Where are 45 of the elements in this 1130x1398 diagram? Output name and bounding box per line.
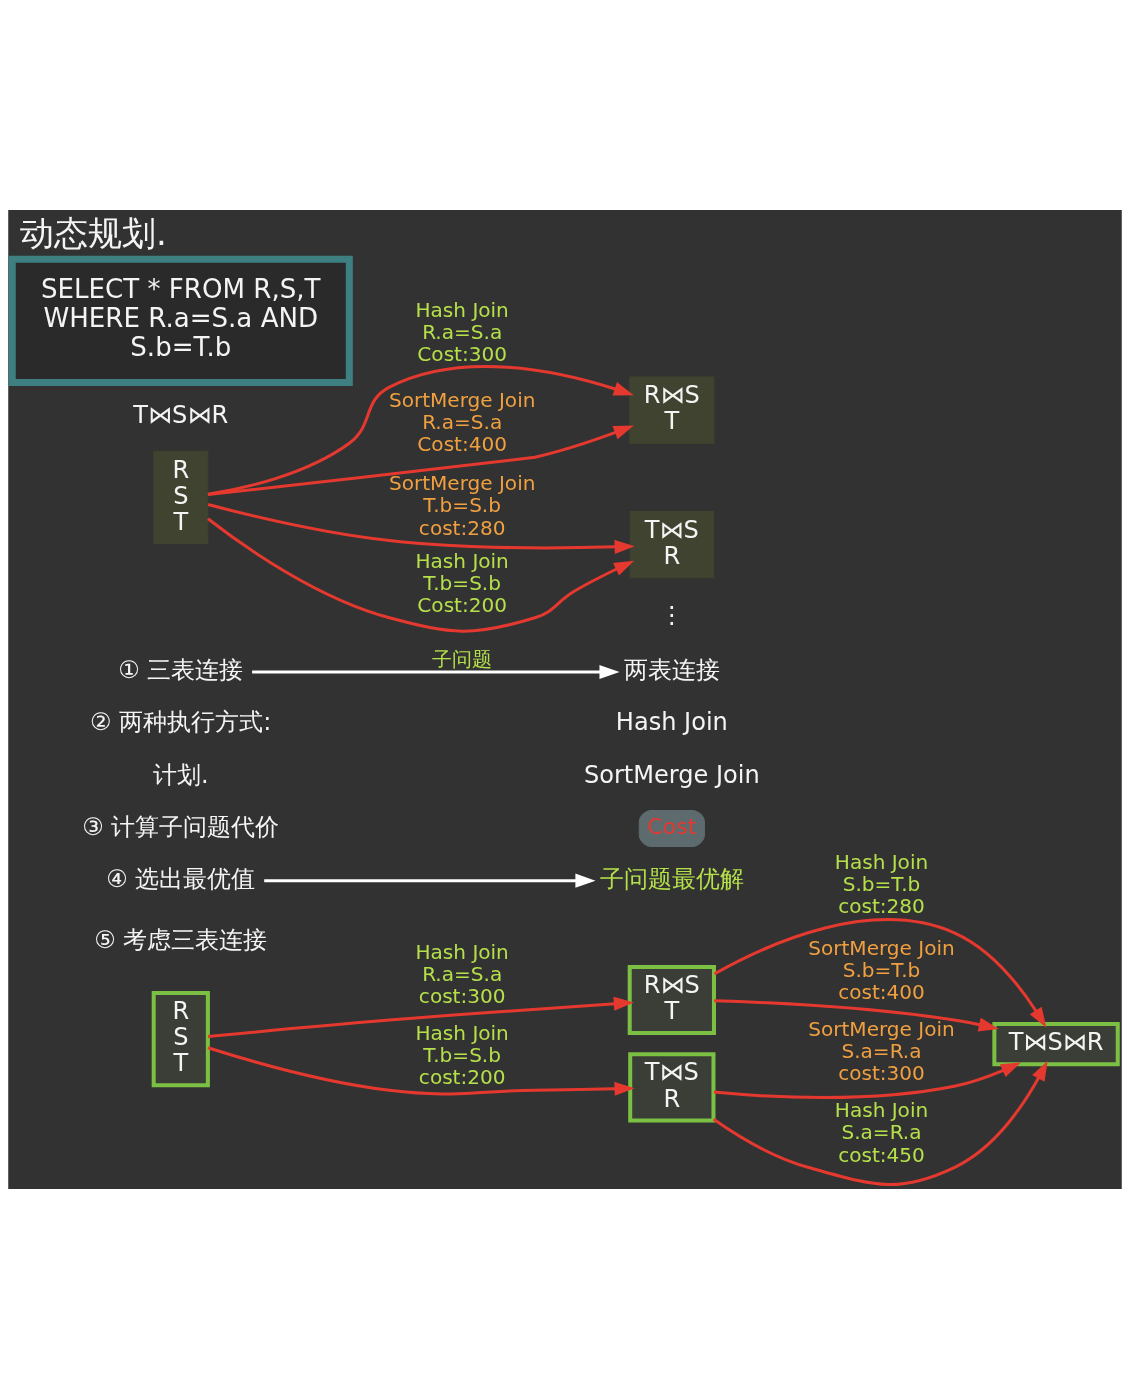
arrow xyxy=(713,917,1047,1028)
arrow xyxy=(713,1061,1022,1099)
node-text: ① 三表连接 xyxy=(118,655,244,684)
edge-label: Hash Join T.b=S.b Cost:200 xyxy=(415,548,509,617)
node-text: 子问题最优解 xyxy=(599,864,744,893)
arrow xyxy=(207,364,634,496)
edge-label: Hash Join S.a=R.a cost:450 xyxy=(834,1097,929,1167)
edge-label: Hash Join R.a=S.a cost:300 xyxy=(415,939,509,1008)
node-box: R S T xyxy=(151,990,210,1087)
arrow xyxy=(712,1060,1048,1186)
arrow xyxy=(207,517,635,633)
node-box: R⋈S T xyxy=(629,376,715,444)
arrow xyxy=(207,996,634,1038)
node-box: R S T xyxy=(153,450,209,544)
arrow xyxy=(207,425,634,496)
diagram-title: 动态规划. xyxy=(20,212,167,253)
label: SortMerge Join xyxy=(583,760,760,789)
label: ② 两种执行方式: xyxy=(90,707,272,736)
arrow xyxy=(714,998,999,1031)
arrow xyxy=(207,1045,635,1096)
label: 计划. xyxy=(152,760,209,789)
label: Hash Join xyxy=(615,707,728,736)
edge-label: SortMerge Join S.a=R.a cost:300 xyxy=(808,1016,955,1085)
edge-label: Hash Join S.b=T.b cost:280 xyxy=(834,849,929,918)
node-text: ④ 选出最优值 xyxy=(106,864,256,893)
edge-label: SortMerge Join T.b=S.b cost:280 xyxy=(388,470,536,540)
node-text: 两表连接 xyxy=(623,655,720,684)
label: ⑤ 考虑三表连接 xyxy=(94,925,268,954)
node-box: R⋈S T xyxy=(627,964,716,1035)
node-box: SELECT * FROM R,S,T WHERE R.a=S.a AND S.b=T.b xyxy=(8,255,353,386)
label: ③ 计算子问题代价 xyxy=(82,812,280,841)
edge-label: 子问题 xyxy=(432,646,493,671)
node-box: Cost xyxy=(638,809,705,847)
arrow xyxy=(207,502,635,554)
edge-label: Hash Join R.a=S.a Cost:300 xyxy=(415,297,509,366)
label: ⋮ xyxy=(659,600,684,629)
edge-label: SortMerge Join S.b=T.b cost:400 xyxy=(808,935,955,1004)
node-box: T⋈S R xyxy=(629,510,714,578)
label: T⋈S⋈R xyxy=(133,400,229,429)
node-box: T⋈S R xyxy=(628,1051,716,1122)
edge-label: SortMerge Join R.a=S.a Cost:400 xyxy=(388,387,536,456)
node-box: T⋈S⋈R xyxy=(992,1021,1120,1066)
arrow xyxy=(252,664,620,679)
arrow xyxy=(264,873,596,888)
edge-label: Hash Join T.b=S.b cost:200 xyxy=(415,1020,509,1089)
